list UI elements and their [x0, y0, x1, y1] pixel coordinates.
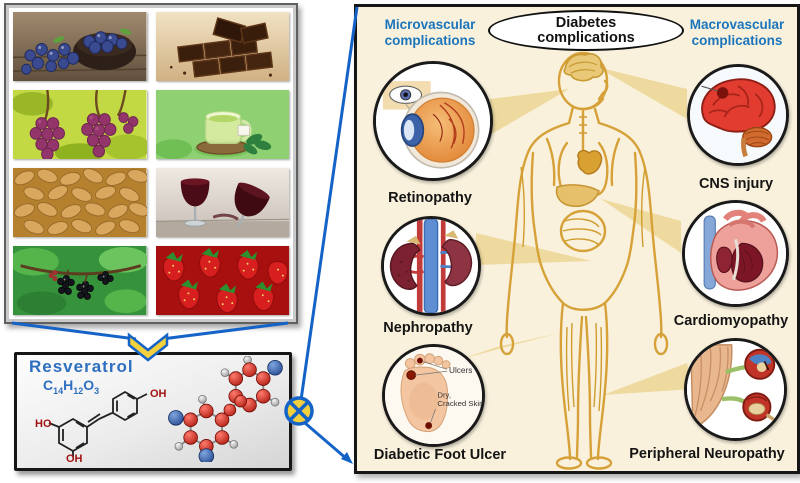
oh-bottom-label: OH	[66, 453, 83, 463]
heart-cross-section-icon	[685, 203, 786, 304]
oh-top-label: OH	[150, 388, 167, 400]
liver-sketch	[555, 184, 600, 207]
dry-annotation: Dry,	[437, 390, 451, 399]
food-sources-panel	[4, 3, 298, 324]
title-line-2: complications	[537, 29, 635, 46]
inhibition-line-bottom	[304, 421, 349, 462]
chocolate-icon	[155, 12, 289, 81]
red-grapes-photo	[13, 90, 147, 159]
cardiomyopathy-label: Cardiomyopathy	[673, 313, 789, 329]
skeletal-structure-icon: HO OH OH	[35, 388, 167, 463]
ball-stick-model-icon	[168, 356, 283, 462]
foot-ulcer-icon: Ulcers Dry, Cracked Skin	[385, 347, 482, 444]
funnel-line-left	[11, 321, 137, 341]
blueberries-photo	[13, 12, 147, 81]
beam-shapes	[461, 67, 693, 395]
cns-injury-label: CNS injury	[698, 176, 774, 192]
title-line-1: Diabetes	[555, 14, 617, 31]
nephropathy-circle	[381, 216, 481, 316]
inhibition-line-top	[299, 6, 359, 401]
mulberries-icon	[13, 246, 147, 315]
brain-sketch	[563, 53, 604, 82]
peanuts-icon	[13, 168, 147, 237]
grapes-icon	[13, 90, 147, 159]
strawberries-icon	[155, 246, 289, 315]
dark-chocolate-photo	[155, 12, 289, 81]
brain-icon	[690, 67, 786, 163]
ulcers-annotation: Ulcers	[449, 366, 472, 375]
kidneys-icon	[384, 219, 478, 313]
green-tea-photo	[155, 90, 289, 159]
resveratrol-panel: Resveratrol C14H12O3 HO OH OH	[14, 352, 292, 471]
mulberries-photo	[13, 246, 147, 315]
macrovascular-heading: Macrovascular complications	[689, 17, 785, 48]
human-anatomy-figure	[461, 51, 693, 470]
peripheral-neuropathy-label: Peripheral Neuropathy	[629, 446, 785, 462]
hand-nerve-icon	[687, 341, 784, 438]
food-photo-grid	[13, 12, 289, 315]
eye-cross-section-icon	[376, 64, 490, 178]
blueberries-icon	[13, 12, 147, 81]
peripheral-neuropathy-circle	[684, 338, 787, 441]
funnel-line-right	[161, 321, 289, 341]
diabetic-foot-label: Diabetic Foot Ulcer	[373, 447, 507, 463]
ho-left-label: HO	[35, 418, 52, 430]
wine-icon	[155, 168, 289, 237]
cracked-skin-annotation: Cracked Skin	[437, 399, 482, 408]
diabetic-foot-circle: Ulcers Dry, Cracked Skin	[382, 344, 485, 447]
green-tea-icon	[155, 90, 289, 159]
compound-formula: C14H12O3	[43, 377, 100, 396]
retinopathy-label: Retinopathy	[388, 190, 472, 206]
peanuts-photo	[13, 168, 147, 237]
diagram-title: Diabetes complications	[488, 10, 684, 51]
heart-sketch	[577, 149, 603, 175]
strawberries-photo	[155, 246, 289, 315]
retinopathy-circle	[373, 61, 493, 181]
arrowhead-icon	[341, 452, 353, 464]
red-wine-photo	[155, 168, 289, 237]
complications-panel: Diabetes complications Microvascular com…	[354, 4, 800, 474]
nephropathy-label: Nephropathy	[383, 320, 473, 336]
microvascular-heading: Microvascular complications	[384, 17, 476, 48]
compound-name: Resveratrol	[29, 357, 134, 376]
cardiomyopathy-circle	[682, 200, 789, 307]
cns-injury-circle	[687, 64, 789, 166]
